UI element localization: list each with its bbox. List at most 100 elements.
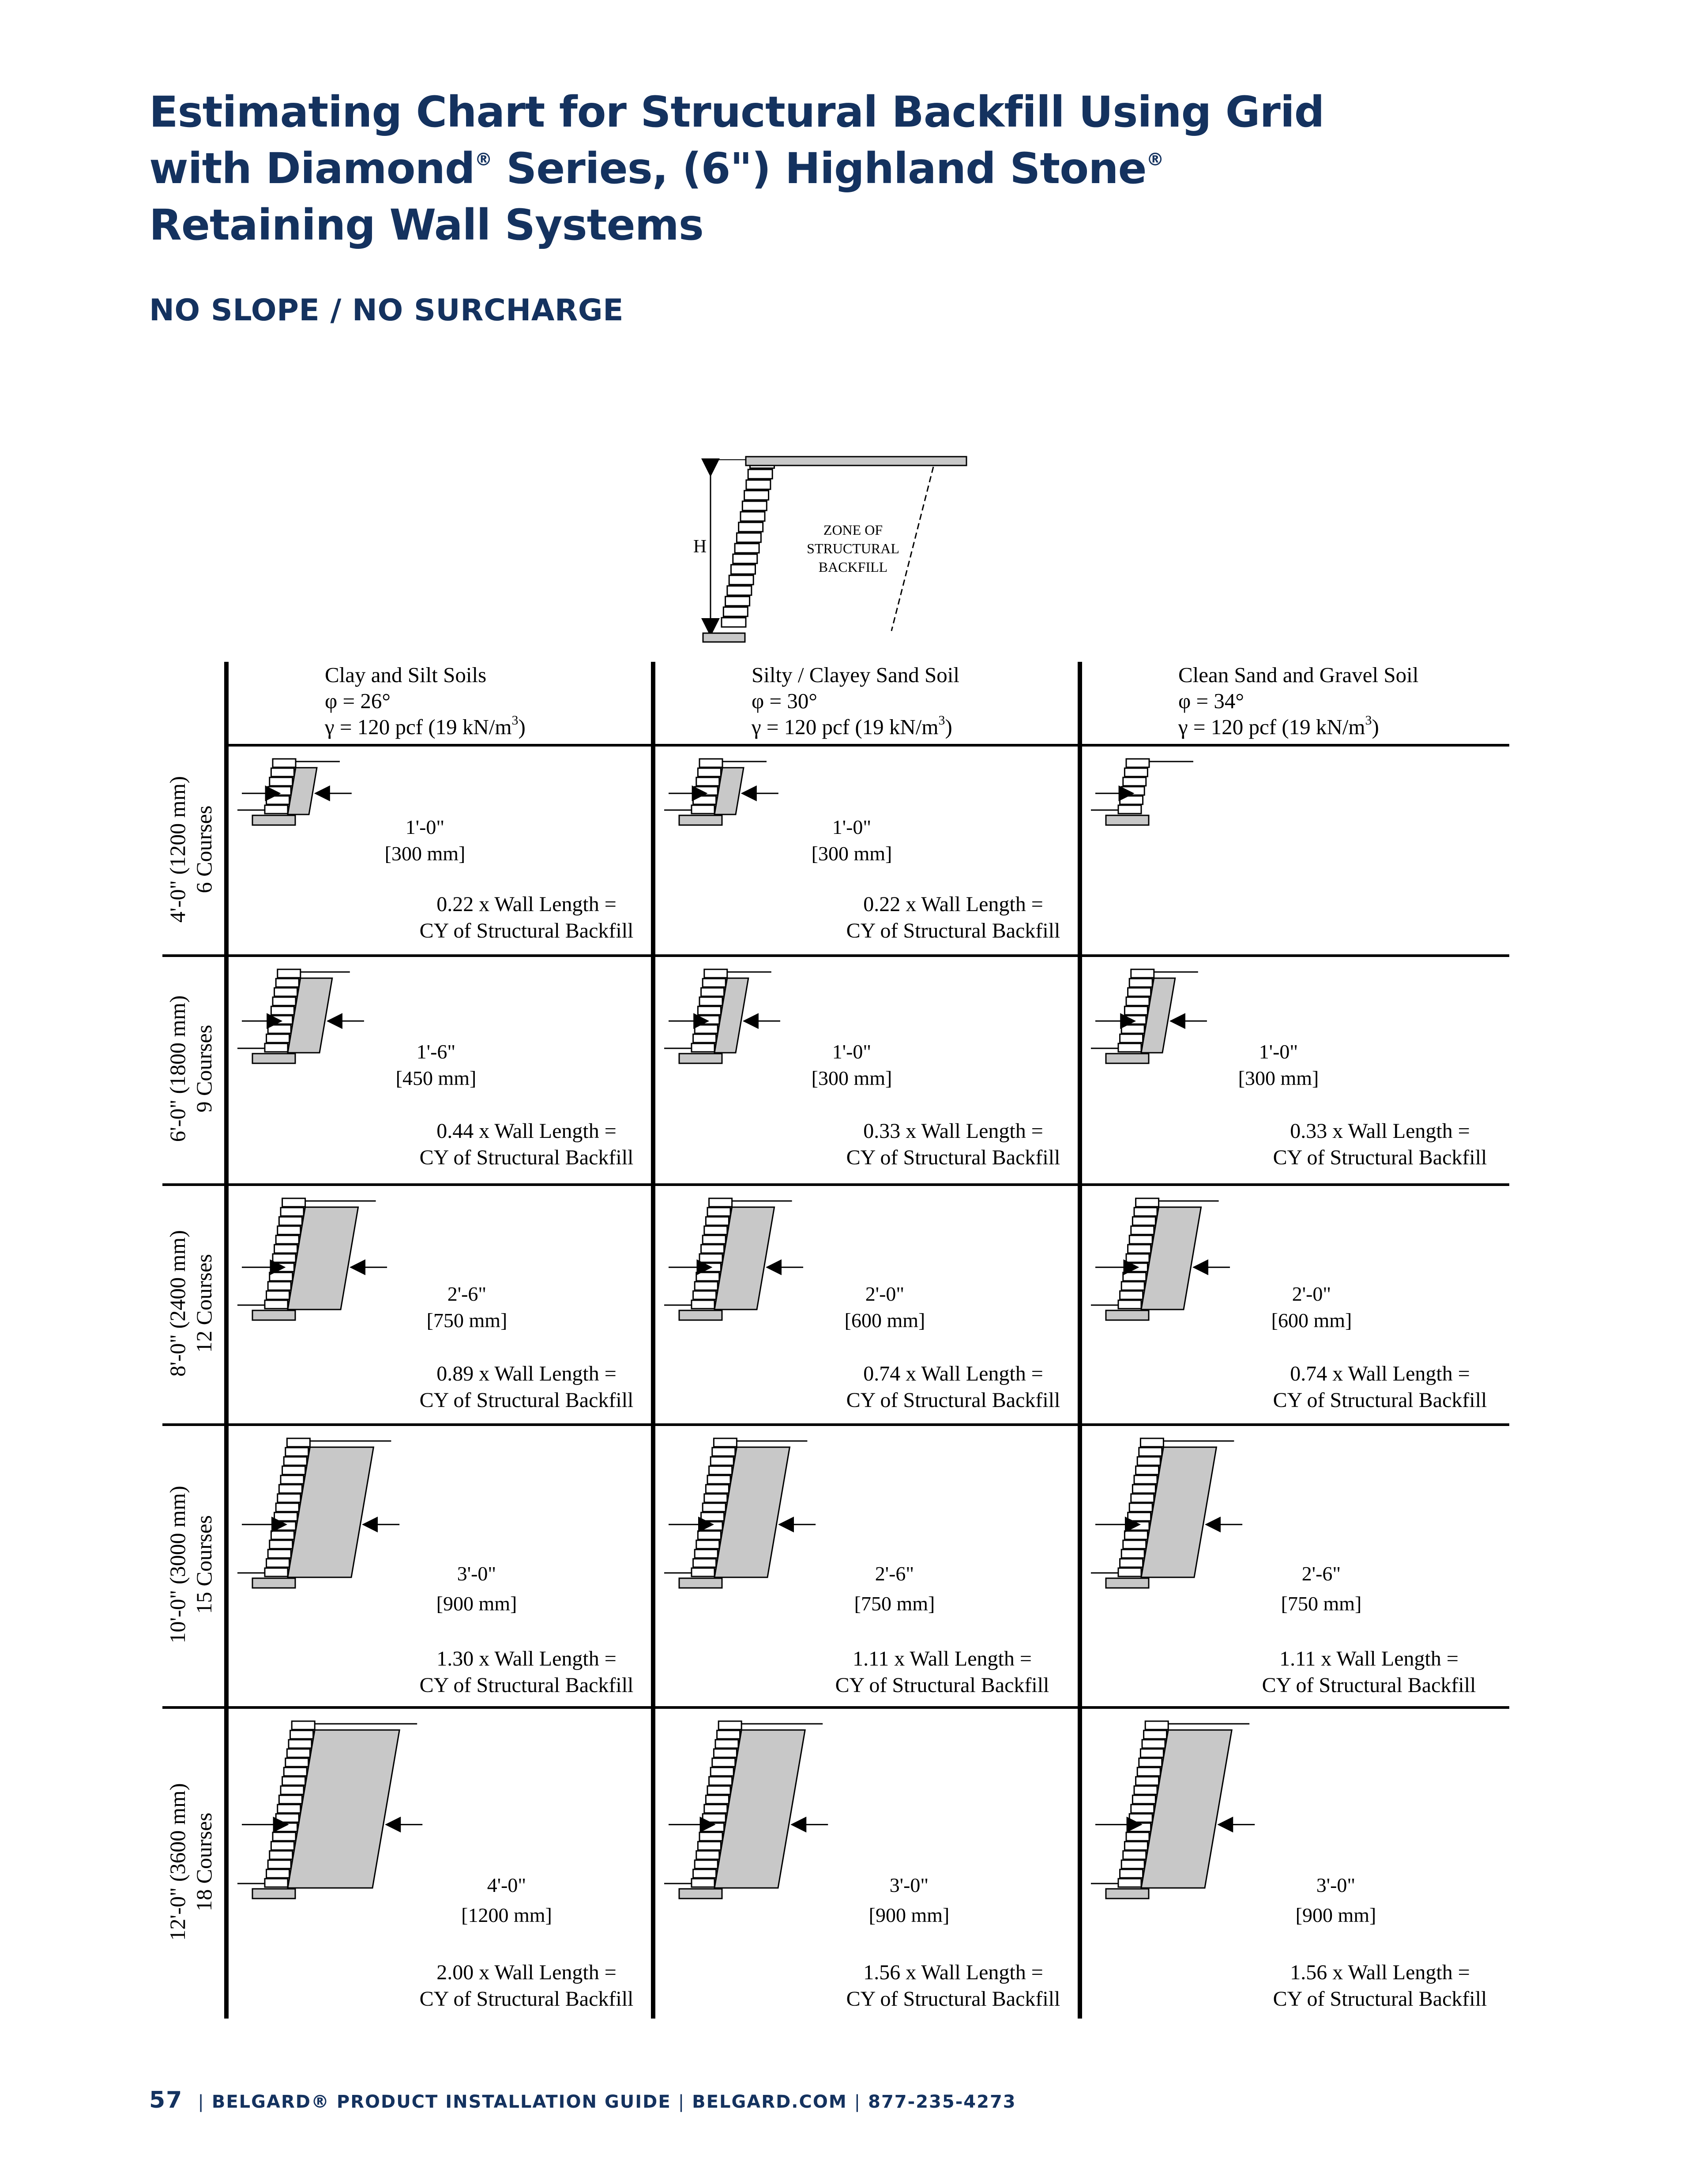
wall-block (1125, 1253, 1150, 1263)
wall-block (697, 1841, 722, 1851)
wall-block (1127, 1244, 1152, 1254)
wall-block (1124, 1841, 1148, 1851)
wall-block (1132, 1484, 1156, 1494)
page-number: 57 (149, 2087, 183, 2113)
row-height: 6'-0" (1800 mm) (165, 995, 190, 1142)
wall-block (694, 1859, 718, 1869)
wall-block (718, 1720, 742, 1730)
wall-block (707, 1207, 731, 1217)
wall-block (725, 596, 751, 607)
wall-block (1117, 804, 1142, 814)
wall-block (283, 1456, 308, 1466)
soil-name: Clean Sand and Gravel Soil (1178, 663, 1419, 687)
zone-width-metric: [600 mm] (1271, 1309, 1352, 1332)
soil-name: Clay and Silt Soils (325, 663, 487, 687)
backfill-zone (714, 767, 744, 815)
wall-block (1119, 1558, 1144, 1568)
backfill-factor: 0.22 x Wall Length = (436, 893, 617, 916)
wall-block (291, 1720, 316, 1730)
wall-block (264, 1299, 289, 1310)
wall-block (270, 1006, 295, 1016)
title-line-1: Estimating Chart for Structural Backfill… (149, 87, 1324, 137)
wall-block (285, 1757, 309, 1767)
wall-block (264, 1878, 289, 1888)
zone-width-metric: [300 mm] (384, 842, 466, 865)
leveling-pad (1105, 1888, 1150, 1899)
page-footer: 57|BELGARD® PRODUCT INSTALLATION GUIDE|B… (149, 2087, 1016, 2113)
zone-label-1: ZONE OF (823, 522, 883, 538)
wall-block (277, 1493, 301, 1503)
wall-block (692, 1290, 717, 1300)
backfill-zone (714, 1729, 806, 1889)
wall-block (1122, 1850, 1147, 1860)
backfill-zone (1140, 977, 1176, 1054)
row-height: 8'-0" (2400 mm) (165, 1230, 190, 1377)
backfill-factor: 0.89 x Wall Length = (436, 1362, 617, 1385)
backfill-unit: CY of Structural Backfill (419, 1674, 634, 1697)
wall-block (1125, 1831, 1150, 1842)
wall-block (272, 1831, 297, 1842)
section-subtitle: NO SLOPE / NO SURCHARGE (149, 293, 624, 328)
wall-block (1119, 1033, 1144, 1043)
backfill-zone (714, 977, 749, 1054)
wall-block (691, 1567, 715, 1577)
backfill-unit: CY of Structural Backfill (1273, 1388, 1487, 1412)
soil-gamma: γ = 120 pcf (19 kN/m3) (325, 713, 526, 739)
wall-block (264, 1567, 289, 1577)
wall-block (1119, 795, 1144, 805)
wall-block (1130, 1493, 1155, 1503)
wall-block (703, 968, 728, 979)
wall-block (696, 1850, 720, 1860)
wall-block (270, 767, 295, 777)
backfill-unit: CY of Structural Backfill (846, 1388, 1060, 1412)
backfill-zone (1140, 1446, 1218, 1578)
wall-block (1128, 1502, 1153, 1512)
wall-block (269, 1015, 293, 1025)
title-line-3: Retaining Wall Systems (149, 200, 704, 250)
wall-block (696, 777, 720, 787)
wall-block (705, 1794, 729, 1805)
row-height: 12'-0" (3600 mm) (165, 1783, 190, 1941)
grid-vertical-line (224, 662, 229, 2019)
zone-width-feet: 1'-0" (1259, 1040, 1298, 1063)
zone-width-feet: 1'-0" (405, 816, 445, 838)
wall-block (1119, 1869, 1144, 1879)
reference-wall-svg: H ZONE OF STRUCTURAL BACKFILL (693, 456, 967, 643)
wall-block (280, 1785, 305, 1795)
wall-block (286, 1437, 311, 1448)
zone-width-feet: 1'-0" (832, 1040, 872, 1063)
backfill-zone (287, 1729, 400, 1889)
grid-horizontal-line (162, 1423, 1509, 1426)
wall-block (1128, 1813, 1153, 1823)
wall-block (275, 1502, 300, 1512)
wall-block (722, 606, 748, 617)
zone-width-feet: 3'-0" (889, 1874, 929, 1896)
wall-block (267, 1859, 292, 1869)
wall-block (277, 1225, 301, 1235)
backfill-factor: 0.44 x Wall Length = (436, 1119, 617, 1143)
wall-block (267, 1024, 292, 1034)
wall-block (269, 777, 293, 787)
backfill-unit: CY of Structural Backfill (846, 919, 1060, 942)
zone-width-feet: 1'-6" (416, 1040, 456, 1063)
wall-block (270, 1841, 295, 1851)
wall-section-drawing (664, 1197, 804, 1321)
wall-block (278, 1216, 303, 1226)
wall-block (266, 1869, 290, 1879)
wall-block (269, 1539, 293, 1550)
wall-block (1128, 1235, 1153, 1245)
column-header-silty-clayey-sand: Silty / Clayey Sand Soil φ = 30° γ = 120… (752, 662, 1149, 740)
wall-block (1124, 767, 1148, 777)
wall-block (697, 1530, 722, 1540)
wall-block (274, 987, 298, 997)
wall-block (1122, 1539, 1147, 1550)
wall-block (266, 1290, 290, 1300)
zone-label-2: STRUCTURAL (807, 540, 899, 556)
wall-block (288, 1739, 312, 1749)
wall-block (703, 1493, 728, 1503)
wall-block (696, 1539, 720, 1550)
wall-block (734, 543, 760, 554)
wall-block (699, 758, 723, 768)
wall-block (1144, 1720, 1169, 1730)
zone-width-metric: [750 mm] (426, 1309, 508, 1332)
